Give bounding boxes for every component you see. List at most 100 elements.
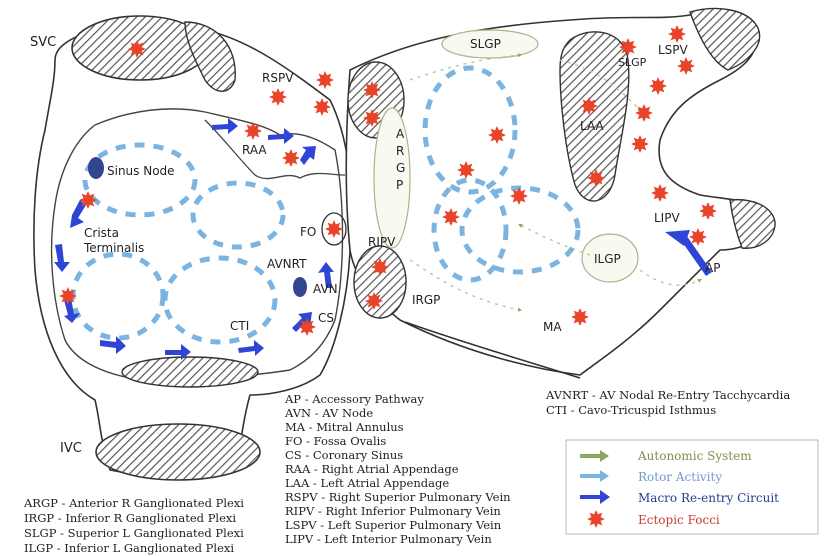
label-ilgp: ILGP [594, 252, 621, 266]
ectopic-focus-star [442, 208, 460, 226]
red-star-icon [587, 510, 605, 528]
key-label-rotor: Rotor Activity [638, 470, 722, 484]
abbr-mid-7: RSPV - Right Superior Pulmonary Vein [285, 490, 511, 504]
ectopic-focus-star [587, 169, 605, 187]
key-item-autonomic: Autonomic System [580, 449, 752, 463]
abbr-mid-9: LSPV - Left Superior Pulmonary Vein [285, 518, 502, 532]
ectopic-focus-star [59, 287, 77, 305]
abbr-mid-8: RIPV - Right Inferior Pulmonary Vein [285, 504, 501, 518]
ilgp-outline [581, 233, 639, 283]
left-atrium [345, 7, 776, 379]
label-argp-g: G [396, 161, 405, 175]
ectopic-focus-star [371, 258, 389, 276]
raa-hatch [184, 21, 236, 92]
ectopic-focus-star [316, 71, 334, 89]
ectopic-focus-star [128, 40, 146, 58]
ectopic-focus-star [313, 98, 331, 116]
raa-boundary [204, 119, 346, 180]
ap-big-arrow [672, 232, 712, 276]
label-argp-a: A [396, 127, 405, 141]
key-label-autonomic: Autonomic System [637, 449, 752, 463]
label-argp-p: P [396, 178, 403, 192]
rotor-activity [70, 65, 581, 345]
abbr-left-3: ILGP - Inferior L Ganglionated Plexi [24, 541, 234, 555]
ectopic-focus-star [571, 308, 589, 326]
ectopic-focus-star [689, 228, 707, 246]
abbr-mid-4: CS - Coronary Sinus [285, 448, 403, 462]
ectopic-focus-star [668, 25, 686, 43]
label-crista-2: Terminalis [83, 241, 144, 255]
ectopic-focus-star [635, 104, 653, 122]
label-argp-r: R [396, 144, 404, 158]
lspv-vessel [689, 7, 761, 71]
ectopic-focus-star [649, 77, 667, 95]
label-fo: FO [300, 225, 316, 239]
fossa-ovalis [321, 212, 347, 246]
ectopic-focus-star [365, 292, 383, 310]
ectopic-focus-star [580, 97, 598, 115]
abbr-right-1: CTI - Cavo-Tricuspid Isthmus [546, 403, 716, 417]
key-label-macro: Macro Re-entry Circuit [638, 491, 779, 505]
mitral-annulus-wall [404, 321, 581, 379]
abbr-mid-6: LAA - Left Atrial Appendage [285, 476, 449, 490]
label-ivc: IVC [60, 441, 82, 456]
ectopic-focus-star [677, 57, 695, 75]
abbr-mid-5: RAA - Right Atrial Appendage [285, 462, 459, 476]
ectopic-focus-star [79, 191, 97, 209]
ectopic-foci [59, 25, 717, 336]
abbreviations-right: AVNRT - AV Nodal Re-Entry Tacchycardia C… [545, 388, 790, 417]
abbr-mid-1: AVN - AV Node [284, 406, 373, 420]
ectopic-focus-star [488, 126, 506, 144]
label-cti: CTI [230, 319, 249, 333]
ectopic-focus-star [244, 122, 262, 140]
abbreviations-left: ARGP - Anterior R Ganglionated Plexi IRG… [23, 496, 244, 555]
anatomy-labels: SVC IVC Sinus Node Crista Terminalis RAA… [30, 35, 720, 456]
green-arrow-icon [580, 450, 609, 462]
lipv-vessel [729, 198, 776, 249]
ectopic-focus-star [619, 38, 637, 56]
abbreviations-middle: AP - Accessory Pathway AVN - AV Node MA … [284, 392, 511, 546]
light-blue-arrow-icon [580, 470, 609, 482]
abbr-mid-0: AP - Accessory Pathway [284, 392, 424, 406]
label-slgp-small: SLGP [618, 56, 647, 69]
ectopic-focus-star [298, 318, 316, 336]
label-irgp: IRGP [412, 293, 440, 307]
label-cs: CS [318, 311, 334, 325]
macro-reentry [54, 118, 712, 360]
ectopic-focus-star [363, 109, 381, 127]
ripv-vessel [353, 245, 407, 319]
abbr-left-1: IRGP - Inferior R Ganglionated Plexi [24, 511, 236, 525]
label-rspv: RSPV [262, 71, 294, 85]
argp-outline [373, 107, 411, 249]
ectopic-focus-star [325, 220, 343, 238]
label-svc: SVC [30, 35, 56, 50]
key-box: Autonomic System Rotor Activity Macro Re… [565, 439, 819, 535]
ivc-vessel [95, 423, 261, 481]
label-laa: LAA [580, 119, 605, 133]
abbr-mid-10: LIPV - Left Interior Pulmonary Vein [285, 532, 492, 546]
av-node [293, 277, 307, 297]
abbr-left-2: SLGP - Superior L Ganglionated Plexi [24, 526, 244, 540]
tricuspid-annulus [121, 356, 259, 388]
dark-blue-arrow-icon [580, 490, 610, 504]
label-ripv: RIPV [368, 235, 396, 249]
autonomic-arrows [409, 53, 702, 312]
label-lipv: LIPV [654, 211, 680, 225]
red-star-shape [587, 510, 605, 528]
key-item-ectopic: Ectopic Focci [587, 510, 720, 528]
label-avnrt: AVNRT [267, 257, 307, 271]
ectopic-focus-star [363, 81, 381, 99]
ectopic-focus-star [699, 202, 717, 220]
ectopic-focus-star [651, 184, 669, 202]
abbr-mid-2: MA - Mitral Annulus [285, 420, 404, 434]
ectopic-focus-star [457, 161, 475, 179]
ectopic-focus-star [269, 88, 287, 106]
sinus-node [88, 157, 104, 179]
key-item-rotor: Rotor Activity [580, 470, 722, 484]
label-slgp: SLGP [470, 37, 501, 51]
slgp-outline [441, 29, 539, 59]
key-label-ectopic: Ectopic Focci [638, 513, 720, 527]
ectopic-focus-star [282, 149, 300, 167]
key-item-macro: Macro Re-entry Circuit [580, 490, 779, 505]
